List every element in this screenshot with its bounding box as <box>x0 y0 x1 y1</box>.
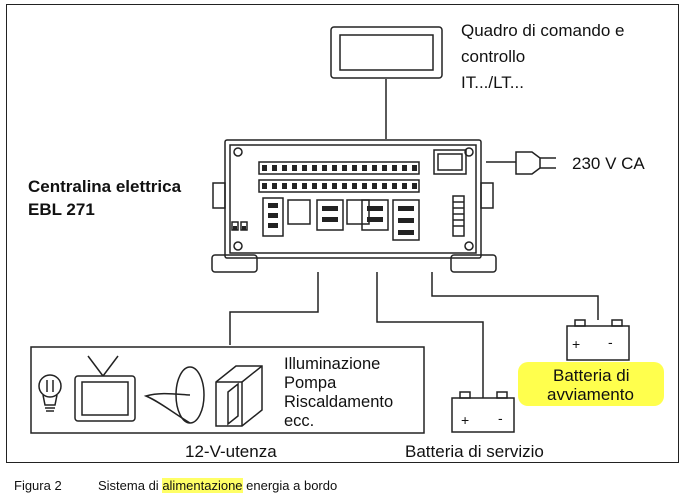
lightbulb-icon <box>38 374 62 412</box>
power-plug-icon <box>486 151 556 175</box>
loads-box <box>30 346 425 434</box>
starter-battery-label-line2: avviamento <box>547 385 634 404</box>
wire-to-service-battery <box>376 272 484 398</box>
mains-label: 230 V CA <box>572 154 645 173</box>
central-unit-ebl271 <box>211 139 497 273</box>
television-icon <box>74 355 136 422</box>
starter-battery-icon <box>566 319 630 361</box>
figure-number: Figura 2 <box>14 478 62 493</box>
diagram-frame <box>6 4 679 463</box>
control-panel-display <box>330 26 443 79</box>
caption-highlight: alimentazione <box>162 478 243 493</box>
loads-caption: 12-V-utenza <box>185 442 277 461</box>
fuse-marks <box>233 165 417 235</box>
loads-label-line1: Illuminazione <box>284 355 381 373</box>
water-pump-icon <box>143 366 205 424</box>
service-battery-plus: + <box>461 412 470 428</box>
loads-label-line4: ecc. <box>284 412 315 430</box>
control-panel-label-line2: controllo <box>461 47 526 66</box>
unit-title-line1: Centralina elettrica <box>28 177 182 196</box>
loads-label-line3: Riscaldamento <box>284 393 394 411</box>
caption-text-before: Sistema di <box>98 478 163 493</box>
control-panel-label-line1: Quadro di comando e <box>461 21 625 40</box>
starter-battery-label-line1: Batteria di <box>553 366 630 385</box>
starter-battery-plus: + <box>572 336 581 352</box>
service-battery-minus: - <box>498 410 503 426</box>
wire-to-starter-battery <box>431 272 599 320</box>
starter-battery-highlight <box>518 362 664 406</box>
heater-icon <box>215 365 263 427</box>
wire-to-loads <box>229 272 319 345</box>
service-battery-label: Batteria di servizio <box>405 442 544 461</box>
loads-label-line2: Pompa <box>284 374 337 392</box>
unit-title-line2: EBL 271 <box>28 200 95 219</box>
caption-text-after: energia a bordo <box>242 478 338 493</box>
service-battery-icon <box>451 391 515 433</box>
starter-battery-minus: - <box>608 334 613 350</box>
control-panel-label-line3: IT.../LT... <box>461 73 524 92</box>
figure-caption: Sistema di alimentazione energia a bordo <box>98 478 337 493</box>
